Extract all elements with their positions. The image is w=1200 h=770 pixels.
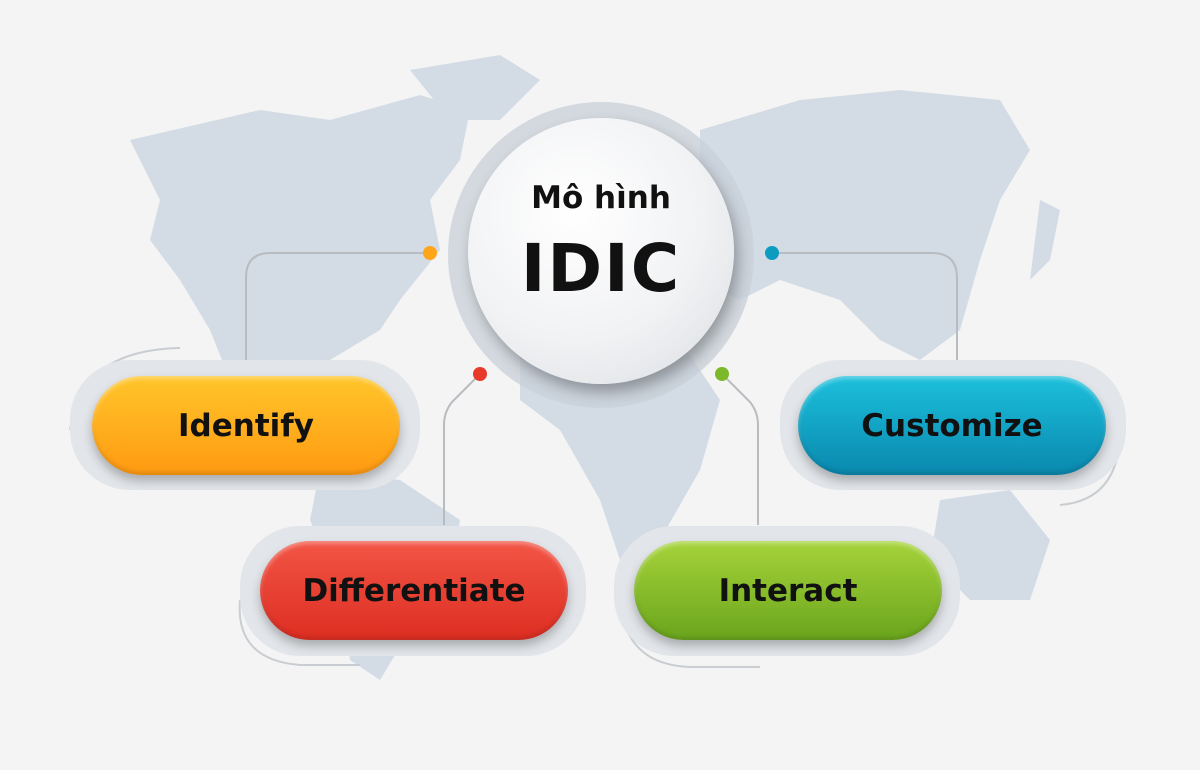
connector-customize [772, 252, 958, 360]
australia [930, 490, 1050, 600]
center-circle: Mô hình IDIC [468, 118, 734, 384]
identify-pill: Identify [92, 376, 400, 475]
differentiate-pill: Differentiate [260, 541, 568, 640]
interact-pill: Interact [634, 541, 942, 640]
differentiate-label: Differentiate [302, 572, 526, 609]
greenland [410, 55, 540, 120]
identify-dot [423, 246, 437, 260]
europe-asia [690, 90, 1030, 360]
north-america [130, 95, 470, 470]
connector-interact [721, 373, 759, 525]
center-title: IDIC [520, 230, 682, 307]
center-subtitle: Mô hình [531, 180, 671, 216]
interact-dot [715, 367, 729, 381]
connector-identify [245, 252, 430, 360]
differentiate-dot [473, 367, 487, 381]
japan [1030, 200, 1060, 280]
arc-differentiate [238, 599, 360, 666]
customize-pill: Customize [798, 376, 1106, 475]
connector-differentiate [443, 373, 481, 525]
interact-label: Interact [718, 572, 858, 609]
customize-label: Customize [861, 407, 1043, 444]
customize-dot [765, 246, 779, 260]
identify-label: Identify [178, 407, 314, 444]
